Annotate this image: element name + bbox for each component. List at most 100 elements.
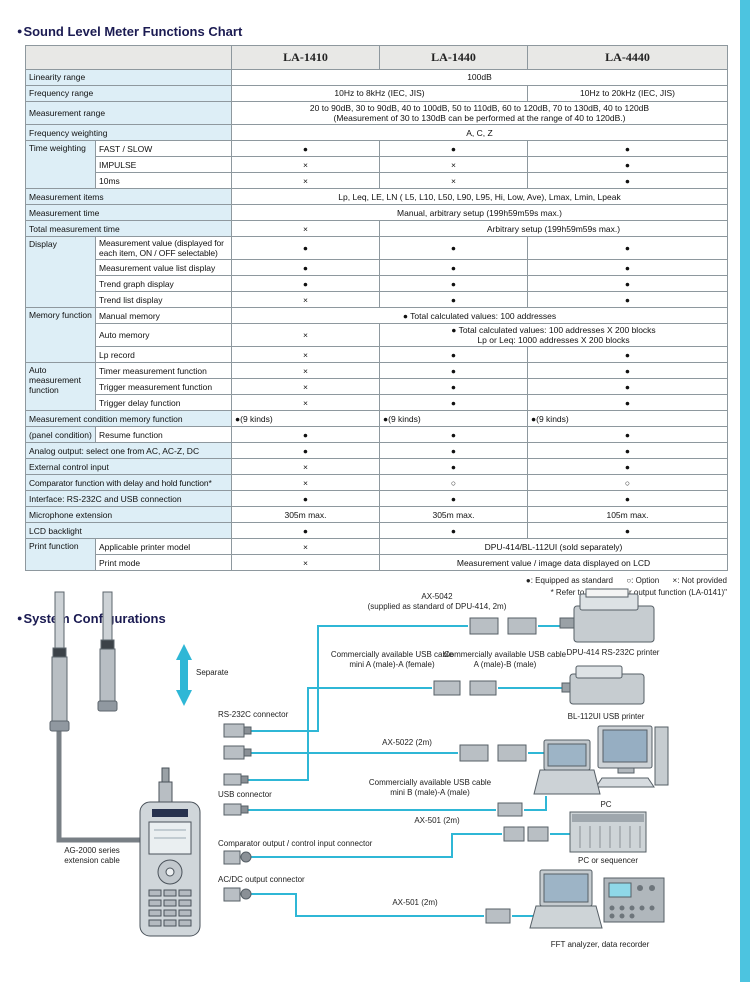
value-cell-la1440: ● <box>379 394 528 412</box>
value-cell-la4440: ● <box>527 259 728 277</box>
value-cell: A, C, Z <box>231 124 728 142</box>
group-label-cell: Auto measurement function <box>25 362 96 412</box>
usb-plug-icon <box>223 773 249 786</box>
value-cell-la4440: ● <box>527 346 728 364</box>
cable-label-usb-a-b: Commercially available USB cable A (male… <box>443 650 567 670</box>
value-cell: Lp, Leq, LE, LN ( L5, L10, L50, L90, L95… <box>231 188 728 206</box>
sublabel-cell: Manual memory <box>95 307 232 325</box>
cable-label-ax5022: AX-5022 (2m) <box>382 738 432 747</box>
value-cell-la4440: ●(9 kinds) <box>527 410 728 428</box>
cable-lines <box>248 625 572 917</box>
sublabel-cell: Resume function <box>95 426 232 444</box>
value-cell-la4440: ● <box>527 442 728 460</box>
value-cell-la1440: ● <box>379 458 528 476</box>
section-title-text: Sound Level Meter Functions Chart <box>23 24 243 39</box>
value-cell-la1410: × <box>231 554 380 572</box>
label-cell: Analog output: select one from AC, AC-Z,… <box>25 442 232 460</box>
connector-label-comparator: Comparator output / control input connec… <box>218 839 373 848</box>
row-measurement-condition-memory: Measurement condition memory function ●(… <box>25 410 728 428</box>
bl112ui-printer-icon <box>561 665 645 705</box>
group-label-cell: Display <box>25 236 96 309</box>
device-label-bl112ui: BL-112UI USB printer <box>567 712 645 721</box>
usb-plug-icon-2 <box>223 803 249 816</box>
row-external-control-input: External control input × ● ● <box>25 458 728 476</box>
value-cell-la4440: ● <box>527 426 728 444</box>
sublabel-cell: IMPULSE <box>95 156 232 174</box>
microphone-short-icon <box>97 591 118 712</box>
device-label-sequencer: PC or sequencer <box>577 856 639 865</box>
row-lcd-backlight: LCD backlight ● ● ● <box>25 522 728 540</box>
value-cell-la1440: ● <box>379 346 528 364</box>
group-label-cell: Print function <box>25 538 96 572</box>
value-cell-la1440: ● <box>379 490 528 508</box>
row-interface: Interface: RS-232C and USB connection ● … <box>25 490 728 508</box>
value-cell-la1440: ● <box>379 362 528 380</box>
sublabel-cell: Trigger delay function <box>95 394 232 412</box>
value-cell-la4440: ● <box>527 172 728 190</box>
value-cell-la1440: ●(9 kinds) <box>379 410 528 428</box>
row-memory-auto: Auto memory × ● Total calculated values:… <box>26 323 728 348</box>
value-cell-la1410: ●(9 kinds) <box>231 410 380 428</box>
sublabel-cell: Auto memory <box>95 323 232 348</box>
row-comparator-function: Comparator function with delay and hold … <box>25 474 728 492</box>
sublabel-cell: Trend list display <box>95 291 232 309</box>
cable-label-ax5042: AX-5042 (supplied as standard of DPU-414… <box>367 592 507 612</box>
row-memory-manual: Memory function Manual memory ● Total ca… <box>25 307 728 364</box>
connector-label-acdc: AC/DC output connector <box>218 875 305 884</box>
value-cell-la1410: ● <box>231 490 380 508</box>
value-cell-la1410: × <box>231 538 380 556</box>
section-bullet-icon: ● <box>17 26 23 36</box>
value-cell-la1410: × <box>231 378 380 396</box>
value-cell-la1410: ● <box>231 259 380 277</box>
row-time-weighting-10ms: 10ms × × ● <box>26 172 728 190</box>
label-cell: Comparator function with delay and hold … <box>25 474 232 492</box>
page-edge-accent <box>740 0 750 982</box>
usb-cable-connectors-icon <box>433 680 497 696</box>
value-cell-la4440: ● <box>527 522 728 540</box>
value-cell-la4440: ● <box>527 394 728 412</box>
label-cell: Measurement condition memory function <box>25 410 232 428</box>
value-cell-la4440: ● <box>527 378 728 396</box>
legend-symbols: ●: Equipped as standard ○: Option ×: Not… <box>525 576 727 586</box>
column-header-la1410: LA-1410 <box>231 45 380 70</box>
device-label-pc: PC <box>600 800 612 809</box>
value-cell-la1410: ● <box>231 522 380 540</box>
value-cell-la1410: × <box>231 474 380 492</box>
value-cell-la1440: ● <box>379 442 528 460</box>
value-cell-la1410: × <box>231 220 380 238</box>
serial-cable-connectors-icon <box>469 617 537 635</box>
value-cell-la4440: ● <box>527 362 728 380</box>
label-cell: Measurement range <box>25 100 232 126</box>
cable-label-ax501-1: AX-501 (2m) <box>414 816 460 825</box>
value-cell-la1410: × <box>231 323 380 348</box>
value-cell: 20 to 90dB, 30 to 90dB, 40 to 100dB, 50 … <box>231 100 728 126</box>
row-linearity-range: Linearity range 100dB <box>25 69 728 86</box>
row-measurement-range: Measurement range 20 to 90dB, 30 to 90dB… <box>25 100 728 126</box>
row-microphone-extension: Microphone extension 305m max. 305m max.… <box>25 506 728 524</box>
label-cell: (panel condition) <box>25 426 96 444</box>
microphone-long-icon <box>49 591 70 732</box>
row-time-weighting-fast-slow: Time weighting FAST / SLOW ● ● ● <box>25 140 728 190</box>
value-cell-la4440: 105m max. <box>527 506 728 524</box>
value-cell: Manual, arbitrary setup (199h59m59s max.… <box>231 204 728 222</box>
label-cell: LCD backlight <box>25 522 232 540</box>
sublabel-cell: Timer measurement function <box>95 362 232 380</box>
value-cell-la1410: ● <box>231 275 380 293</box>
bnc-connectors-icon <box>485 826 549 924</box>
sublabel-cell: Measurement value (displayed for each it… <box>95 236 232 261</box>
value-cell-la1440: ● <box>379 275 528 293</box>
label-cell: Interface: RS-232C and USB connection <box>25 490 232 508</box>
row-frequency-weighting: Frequency weighting A, C, Z <box>25 124 728 142</box>
value-cell-la4440: ● <box>527 490 728 508</box>
row-auto-measurement-trigger: Trigger measurement function × ● ● <box>26 378 728 396</box>
row-time-weighting-impulse: IMPULSE × × ● <box>26 156 728 174</box>
separate-label: Separate <box>196 668 229 677</box>
value-cell-la4440: ● <box>527 140 728 158</box>
fft-analyzer-icon <box>529 869 665 929</box>
value-cell-la1440: ● <box>379 140 528 158</box>
label-cell: Measurement items <box>25 188 232 206</box>
value-cell-la1440: × <box>379 156 528 174</box>
value-cell-la1440-la4440: Measurement value / image data displayed… <box>379 554 728 572</box>
value-cell-la1440: × <box>379 172 528 190</box>
